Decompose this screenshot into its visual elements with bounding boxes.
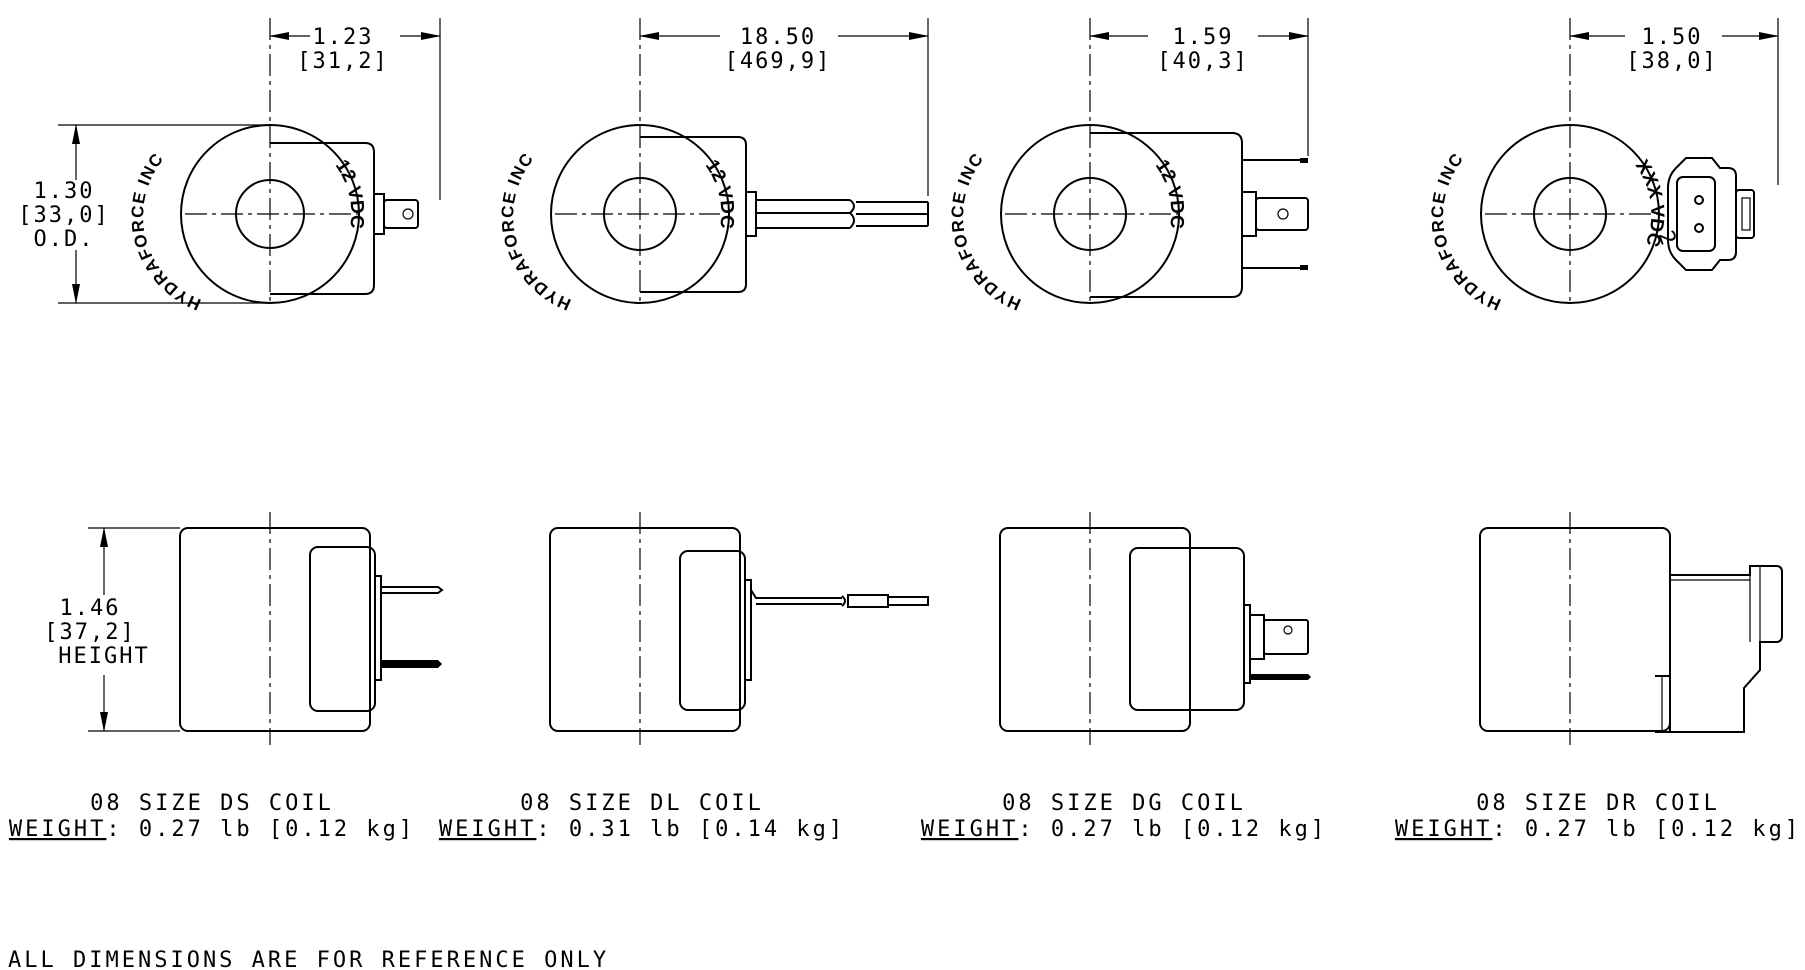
dg-coil-front-view: HYDRAFORCE INC 12 VDC 1.59 [40,3] xyxy=(948,18,1309,314)
height-metric-text: [37,2] xyxy=(44,620,135,645)
ds-brand-ring-text: HYDRAFORCE INC xyxy=(128,149,204,314)
dg-caption-weight: WEIGHT: 0.27 lb [0.12 kg] xyxy=(921,817,1327,842)
coil-captions: 08 SIZE DS COIL WEIGHT: 0.27 lb [0.12 kg… xyxy=(9,791,1801,842)
dg-voltage-ring-text: 12 VDC xyxy=(1151,156,1188,230)
dl-caption-name: 08 SIZE DL COIL xyxy=(520,791,764,816)
dr-coil-front-view: HYDRAFORCE INC XXX VDC 2 1.50 [38,0] xyxy=(1428,18,1779,314)
od-label: O.D. xyxy=(34,227,95,252)
dl-coil-front-view: HYDRAFORCE INC 12 VDC 18.50 [469,9] xyxy=(498,18,929,314)
dg-width-metric-text: [40,3] xyxy=(1157,49,1248,74)
dr-width-dim-text: 1.50 xyxy=(1642,25,1703,50)
ds-coil-front-view: HYDRAFORCE INC 12 VDC 1.23 [31,2] 1.30 [… xyxy=(18,18,441,314)
od-metric-text: [33,0] xyxy=(18,203,109,228)
dl-caption-weight: WEIGHT: 0.31 lb [0.14 kg] xyxy=(439,817,845,842)
ds-coil-side-view: 1.46 [37,2] HEIGHT xyxy=(44,512,444,745)
dr-caption-weight: WEIGHT: 0.27 lb [0.12 kg] xyxy=(1395,817,1801,842)
dg-brand-ring-text: HYDRAFORCE INC xyxy=(948,149,1024,314)
ds-voltage-ring-text: 12 VDC xyxy=(331,156,368,230)
ds-width-metric-text: [31,2] xyxy=(297,49,388,74)
dr-width-metric-text: [38,0] xyxy=(1626,49,1717,74)
dg-caption-name: 08 SIZE DG COIL xyxy=(1002,791,1246,816)
reference-footnote: ALL DIMENSIONS ARE FOR REFERENCE ONLY xyxy=(8,948,609,970)
dg-width-dim-text: 1.59 xyxy=(1173,25,1234,50)
ds-caption-weight: WEIGHT: 0.27 lb [0.12 kg] xyxy=(9,817,415,842)
od-dim-text: 1.30 xyxy=(34,179,95,204)
dl-width-metric-text: [469,9] xyxy=(725,49,832,74)
ds-caption-name: 08 SIZE DS COIL xyxy=(90,791,334,816)
dr-caption-name: 08 SIZE DR COIL xyxy=(1476,791,1720,816)
height-label: HEIGHT xyxy=(58,644,149,669)
dl-width-dim-text: 18.50 xyxy=(740,25,816,50)
ds-width-dim-text: 1.23 xyxy=(313,25,374,50)
dl-coil-side-view xyxy=(549,512,929,745)
dg-coil-side-view xyxy=(999,512,1311,745)
dl-voltage-ring-text: 12 VDC xyxy=(701,156,738,230)
dr-brand-ring-text: HYDRAFORCE INC xyxy=(1428,149,1504,314)
dl-brand-ring-text: HYDRAFORCE INC xyxy=(498,149,574,314)
dr-coil-side-view xyxy=(1479,512,1783,745)
height-dim-text: 1.46 xyxy=(60,596,121,621)
